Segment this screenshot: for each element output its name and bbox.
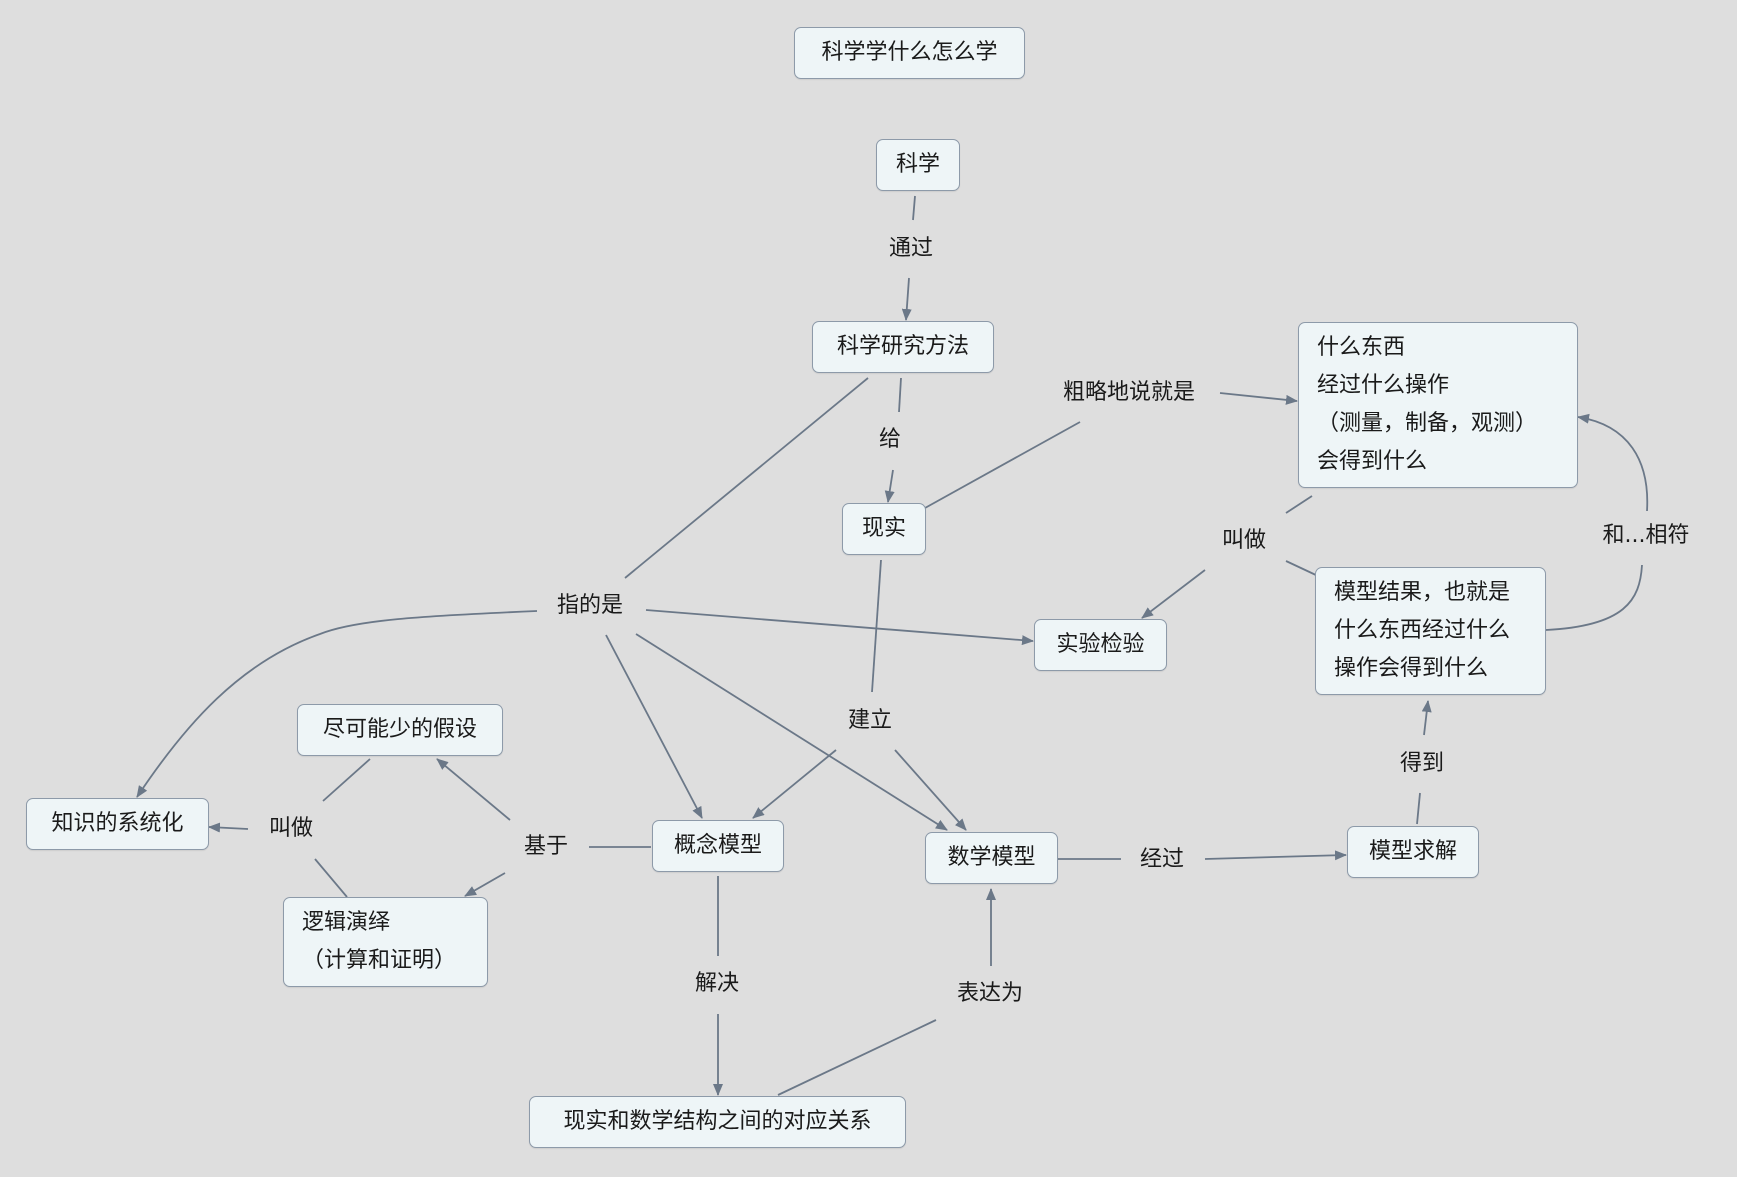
edge-called-experiment: [1141, 569, 1206, 619]
edge-science-via: [912, 195, 916, 221]
label-refers: 指的是: [556, 593, 624, 618]
edge-refers-knowledge: [136, 610, 538, 798]
edge-build-math: [894, 749, 967, 831]
edge-obtain-result: [1421, 700, 1432, 736]
node-knowledge-systematization[interactable]: 知识的系统化: [26, 798, 209, 850]
label-based-on: 基于: [523, 834, 569, 859]
node-experiment-test[interactable]: 实验检验: [1034, 619, 1167, 671]
label-called-right: 叫做: [1221, 528, 1267, 553]
edge-based-logic: [464, 872, 506, 897]
node-concept-model[interactable]: 概念模型: [652, 820, 784, 872]
edge-reality-roughly: [924, 421, 1081, 509]
edge-assumption-called: [322, 758, 371, 802]
node-model-result[interactable]: 模型结果，也就是 什么东西经过什么 操作会得到什么: [1315, 567, 1546, 695]
edge-what-called: [1285, 495, 1313, 514]
node-reality[interactable]: 现实: [842, 503, 926, 555]
label-through: 经过: [1139, 847, 1185, 872]
edge-solve-obtain: [1416, 792, 1421, 825]
edge-reality-build: [871, 559, 882, 693]
edge-roughly-what: [1219, 392, 1298, 405]
edge-build-concept: [752, 749, 837, 819]
edge-correspondence-express: [777, 1019, 937, 1096]
node-logical-deduction[interactable]: 逻辑演绎 （计算和证明）: [283, 897, 488, 987]
edge-refers-experiment: [645, 609, 1034, 646]
edge-logic-called: [314, 858, 348, 898]
edge-consistent-what: [1577, 413, 1649, 512]
edge-result-called: [1285, 560, 1319, 577]
node-what-operation[interactable]: 什么东西 经过什么操作 （测量，制备，观测） 会得到什么: [1298, 322, 1578, 488]
node-math-model[interactable]: 数学模型: [925, 832, 1058, 884]
edge-via-method: [901, 277, 912, 321]
label-build: 建立: [847, 708, 893, 733]
label-called-left: 叫做: [268, 816, 314, 841]
edge-based-assumption: [436, 758, 511, 821]
node-few-assumptions[interactable]: 尽可能少的假设: [297, 704, 503, 756]
edge-called-knowledge: [208, 822, 249, 833]
node-model-solving[interactable]: 模型求解: [1347, 826, 1479, 878]
label-via: 通过: [888, 236, 934, 261]
edge-through-solve: [1204, 850, 1347, 861]
edge-refers-concept: [605, 634, 703, 819]
edge-method-give: [898, 377, 902, 413]
node-science[interactable]: 科学: [876, 139, 960, 191]
node-correspondence[interactable]: 现实和数学结构之间的对应关系: [529, 1096, 906, 1148]
edge-result-consistent: [1545, 564, 1643, 631]
edge-give-reality: [884, 469, 895, 503]
label-consistent: 和...相符: [1602, 523, 1690, 548]
edge-refers-math: [635, 633, 948, 831]
node-scientific-method[interactable]: 科学研究方法: [812, 321, 994, 373]
label-express: 表达为: [956, 981, 1024, 1006]
title-node[interactable]: 科学学什么怎么学: [794, 27, 1025, 79]
title-text: 科学学什么怎么学: [821, 40, 998, 65]
label-give: 给: [878, 427, 902, 452]
edge-method-refers: [624, 377, 869, 579]
label-obtain: 得到: [1399, 751, 1445, 776]
label-roughly: 粗略地说就是: [1062, 380, 1196, 405]
label-solve: 解决: [694, 971, 740, 996]
